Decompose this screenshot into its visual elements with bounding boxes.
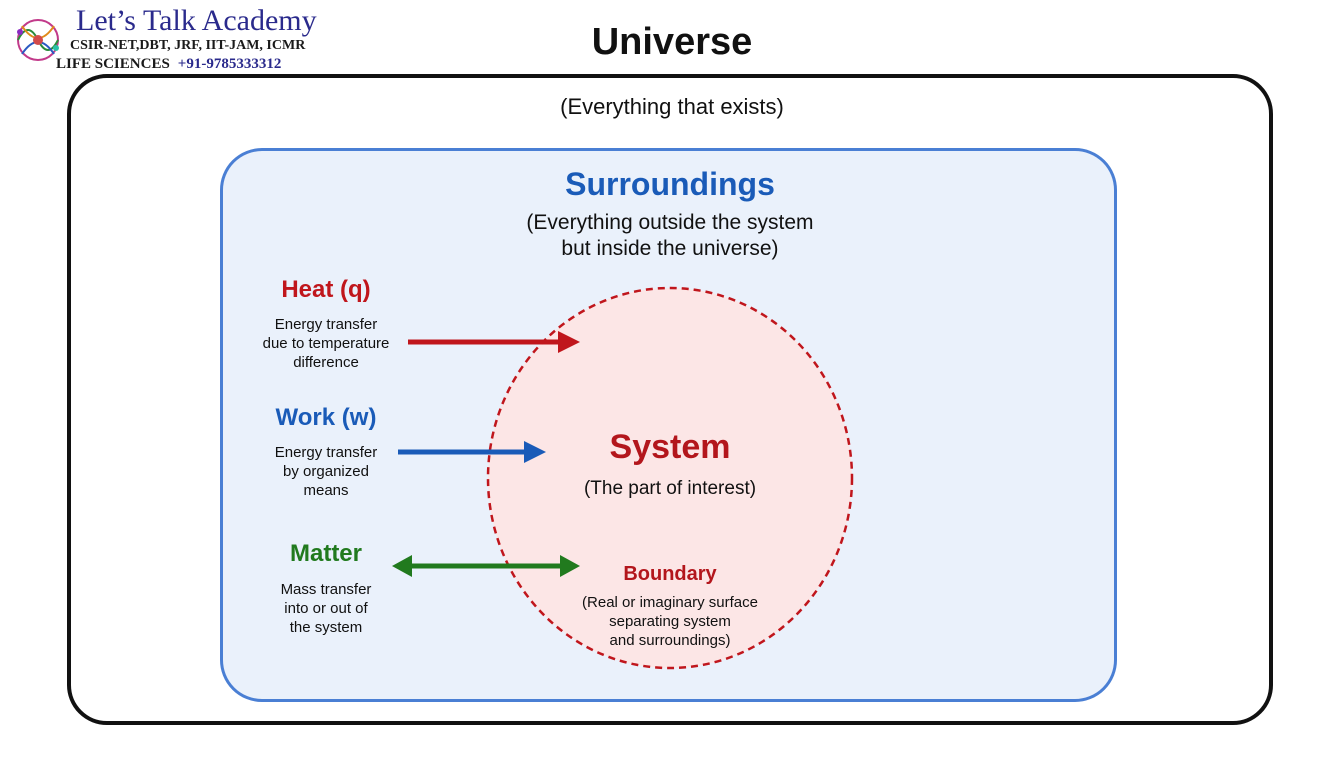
boundary-description-line1: (Real or imaginary surface xyxy=(582,594,758,611)
matter-description: Mass transfer into or out of the system xyxy=(246,580,406,637)
boundary-description-line2: separating system xyxy=(609,613,731,630)
logo-brand-name: Let’s Talk Academy xyxy=(76,4,317,37)
surroundings-description-line1: (Everything outside the system xyxy=(526,211,814,234)
logo-emblem-icon xyxy=(17,19,59,61)
universe-title: Universe xyxy=(591,21,753,63)
universe-description: (Everything that exists) xyxy=(560,94,784,119)
work-description-line3: means xyxy=(303,482,349,499)
surroundings-description-line2: but inside the universe) xyxy=(561,237,779,260)
surroundings-title: Surroundings xyxy=(565,166,775,202)
logo-subject-line: LIFE SCIENCES +91-9785333312 xyxy=(56,56,281,73)
heat-title: Heat (q) xyxy=(281,276,371,303)
system-description: (The part of interest) xyxy=(583,478,757,499)
surroundings-description: (Everything outside the system but insid… xyxy=(470,210,870,262)
heat-description-line3: difference xyxy=(293,354,359,371)
work-description: Energy transfer by organized means xyxy=(246,443,406,500)
logo-exams-line: CSIR-NET,DBT, JRF, IIT-JAM, ICMR xyxy=(70,38,306,53)
boundary-description: (Real or imaginary surface separating sy… xyxy=(560,593,780,650)
system-title: System xyxy=(609,428,731,466)
matter-description-line3: the system xyxy=(289,619,363,636)
logo-phone: +91-9785333312 xyxy=(177,56,282,72)
work-description-line2: by organized xyxy=(283,463,369,480)
boundary-title: Boundary xyxy=(623,563,717,585)
work-description-line1: Energy transfer xyxy=(274,444,378,461)
heat-description-line1: Energy transfer xyxy=(274,316,378,333)
matter-description-line2: into or out of xyxy=(284,600,368,617)
work-title: Work (w) xyxy=(275,404,377,431)
heat-description-line2: due to temperature xyxy=(262,335,390,352)
matter-title: Matter xyxy=(289,540,362,567)
boundary-description-line3: and surroundings) xyxy=(609,632,731,649)
heat-description: Energy transfer due to temperature diffe… xyxy=(246,315,406,372)
matter-description-line1: Mass transfer xyxy=(280,581,372,598)
logo-subject: LIFE SCIENCES xyxy=(56,56,170,72)
universe-box xyxy=(67,74,1273,725)
academy-logo: Let’s Talk Academy CSIR-NET,DBT, JRF, II… xyxy=(6,4,351,73)
